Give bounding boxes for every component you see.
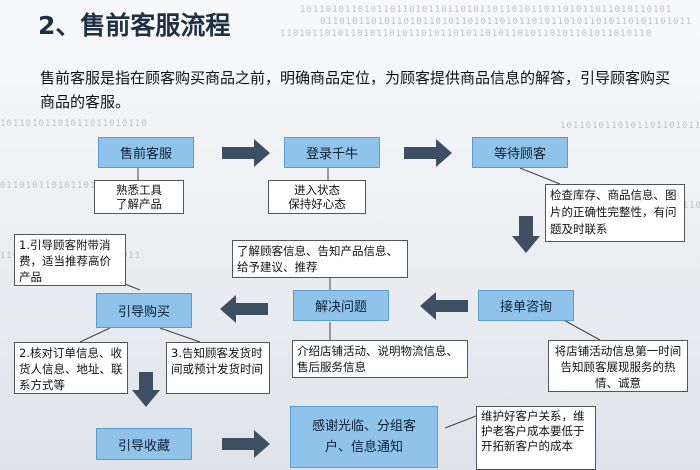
note-get-ready: 进入状态 保持好心态 <box>268 180 366 214</box>
note-verify-order: 2.核对订单信息、收货人信息、地址、联系方式等 <box>14 342 128 394</box>
step-solve-problem: 解决问题 <box>293 290 389 321</box>
note-upsell: 1.引导顾客附带消费，适当推荐高价产品 <box>14 234 126 286</box>
note-upsell-text: 1.引导顾客附带消费，适当推荐高价产品 <box>19 238 111 284</box>
note-familiar-tools: 熟悉工具 了解产品 <box>94 180 184 214</box>
note-verify-order-text: 2.核对订单信息、收货人信息、地址、联系方式等 <box>19 346 123 392</box>
note-logistics-info: 介绍店铺活动、说明物流信息、售后服务信息 <box>292 340 468 378</box>
arrow-down-1 <box>512 216 540 253</box>
step-thanks-notify: 感谢光临、分组客户、信息通知 <box>290 406 438 468</box>
step-presale-service: 售前客服 <box>98 137 194 168</box>
note-logistics-info-text: 介绍店铺活动、说明物流信息、售后服务信息 <box>297 344 458 374</box>
arrow-left-1 <box>420 292 468 320</box>
page-title: 2、售前客服流程 <box>38 11 231 40</box>
note-store-activities-text: 将店铺活动信息第一时间告知顾客展现服务的热情、诚意 <box>554 344 682 390</box>
note-shipping-time: 3.告知顾客发货时间或预计发货时间 <box>166 342 270 394</box>
step-login-qianniu: 登录千牛 <box>284 137 380 168</box>
arrow-right-2 <box>404 139 452 167</box>
step-guide-purchase: 引导购买 <box>96 293 192 328</box>
intro-text: 售前客服是指在顾客购买商品之前，明确商品定位，为顾客提供商品信息的解答，引导顾客… <box>40 69 671 111</box>
note-store-activities: 将店铺活动信息第一时间告知顾客展现服务的热情、诚意 <box>548 340 688 392</box>
note-customer-relationship: 维护好客户关系，维护老客户成本要低于开拓新客户的成本 <box>476 406 596 470</box>
note-familiar-tools-text: 熟悉工具 了解产品 <box>116 183 162 211</box>
arrow-down-2 <box>132 372 160 407</box>
note-shipping-time-text: 3.告知顾客发货时间或预计发货时间 <box>171 346 263 376</box>
arrow-right-3 <box>222 430 270 458</box>
step-guide-favorite: 引导收藏 <box>96 428 192 460</box>
note-get-ready-text: 进入状态 保持好心态 <box>288 183 346 211</box>
step-wait-customer: 等待顾客 <box>472 137 568 168</box>
step-accept-consult: 接单咨询 <box>478 290 574 321</box>
arrow-right-1 <box>222 139 270 167</box>
note-check-inventory: 检查库存、商品信息、图片的正确性完整性，有问题及时联系 <box>545 184 685 242</box>
note-customer-relationship-text: 维护好客户关系，维护老客户成本要低于开拓新客户的成本 <box>481 409 585 453</box>
note-customer-info-text: 了解顾客信息、告知产品信息、给予建议、推荐 <box>237 244 398 274</box>
arrow-left-2 <box>220 295 268 323</box>
note-customer-info: 了解顾客信息、告知产品信息、给予建议、推荐 <box>232 240 408 278</box>
note-check-inventory-text: 检查库存、商品信息、图片的正确性完整性，有问题及时联系 <box>550 188 677 236</box>
